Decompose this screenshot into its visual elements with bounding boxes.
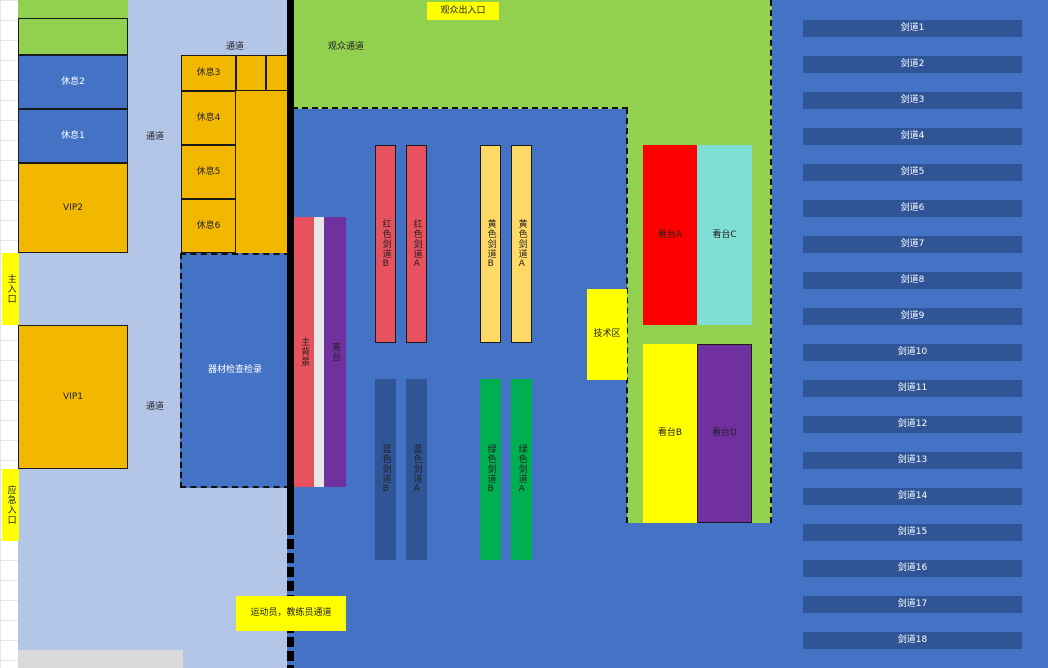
audience-exit: 观众出入口	[427, 2, 499, 20]
rest-room-2: 休息2	[18, 55, 128, 109]
divider-wall	[287, 0, 294, 525]
stand-a: 看台A	[643, 145, 697, 325]
rest-room-1: 休息1	[18, 109, 128, 163]
piste-15: 剑道15	[803, 524, 1022, 541]
piste-yellow-a: 黄色剑道A	[511, 145, 532, 343]
piste-8: 剑道8	[803, 272, 1022, 289]
rest-cell-b	[266, 55, 289, 91]
passage-label-low: 通道	[145, 401, 164, 412]
piste-6: 剑道6	[803, 200, 1022, 217]
athlete-coach-passage: 运动员，教练员通道	[236, 596, 346, 631]
rest-room-6: 休息6	[181, 199, 236, 253]
backdrop-gap	[314, 217, 324, 487]
piste-3: 剑道3	[803, 92, 1022, 109]
tech-area: 技术区	[587, 289, 627, 380]
emergency-entrance: 应急入口	[2, 469, 19, 541]
rest-room-3: 休息3	[181, 55, 236, 91]
boundary-stands-left	[626, 108, 628, 523]
main-entrance: 主入口	[2, 253, 19, 325]
piste-11: 剑道11	[803, 380, 1022, 397]
stand-b: 看台B	[643, 344, 697, 523]
piste-13: 剑道13	[803, 452, 1022, 469]
green-cell-top	[18, 0, 128, 18]
stage: 离台	[324, 217, 346, 487]
stand-d: 看台D	[697, 344, 752, 523]
rest-room-4: 休息4	[181, 91, 236, 145]
piste-18: 剑道18	[803, 632, 1022, 649]
passage-label-mid: 通道	[145, 131, 164, 142]
boundary-top	[292, 107, 628, 109]
piste-10: 剑道10	[803, 344, 1022, 361]
piste-yellow-b: 黄色剑道B	[480, 145, 501, 343]
piste-14: 剑道14	[803, 488, 1022, 505]
piste-16: 剑道16	[803, 560, 1022, 577]
vip-room-2: VIP2	[18, 163, 128, 253]
vip-room-1: VIP1	[18, 325, 128, 469]
piste-green-a: 绿色剑道A	[511, 379, 532, 560]
piste-blue-a: 蓝色剑道A	[406, 379, 427, 560]
rest-room-5: 休息5	[181, 145, 236, 199]
piste-4: 剑道4	[803, 128, 1022, 145]
rest-cell-a	[236, 55, 266, 91]
piste-blue-b: 蓝色剑道B	[375, 379, 396, 560]
boundary-right	[770, 0, 772, 523]
piste-9: 剑道9	[803, 308, 1022, 325]
piste-1: 剑道1	[803, 20, 1022, 37]
green-cell	[18, 18, 128, 55]
piste-7: 剑道7	[803, 236, 1022, 253]
piste-12: 剑道12	[803, 416, 1022, 433]
piste-green-b: 绿色剑道B	[480, 379, 501, 560]
piste-red-a: 红色剑道A	[406, 145, 427, 343]
piste-5: 剑道5	[803, 164, 1022, 181]
piste-17: 剑道17	[803, 596, 1022, 613]
piste-red-b: 红色剑道B	[375, 145, 396, 343]
passage-label-top: 通道	[225, 41, 244, 52]
audience-passage	[290, 0, 772, 109]
audience-passage-label: 观众通道	[327, 41, 364, 52]
gray-strip	[18, 650, 183, 668]
stand-c: 看台C	[697, 145, 752, 325]
piste-2: 剑道2	[803, 56, 1022, 73]
equipment-check-area: 器材检查检录	[180, 253, 290, 488]
main-backdrop: 主背景	[294, 217, 314, 487]
